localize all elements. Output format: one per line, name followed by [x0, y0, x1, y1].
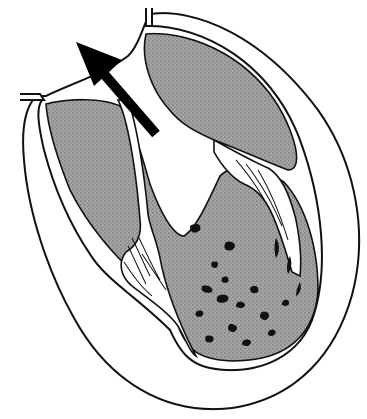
heart-illustration — [0, 0, 367, 419]
